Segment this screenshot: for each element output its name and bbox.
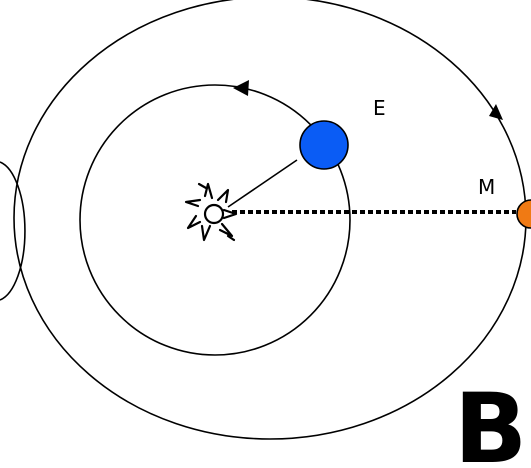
mars-label: M — [478, 175, 495, 199]
mars-planet — [517, 200, 531, 228]
sun-icon — [186, 184, 236, 240]
outer-orbit — [14, 0, 526, 439]
earth-planet — [300, 121, 348, 169]
inner-orbit-direction-arrow — [233, 80, 249, 96]
earth-label: E — [373, 96, 386, 120]
sun-earth-line — [228, 160, 297, 207]
panel-label: B — [454, 373, 527, 468]
left-partial-orbit — [0, 162, 25, 300]
